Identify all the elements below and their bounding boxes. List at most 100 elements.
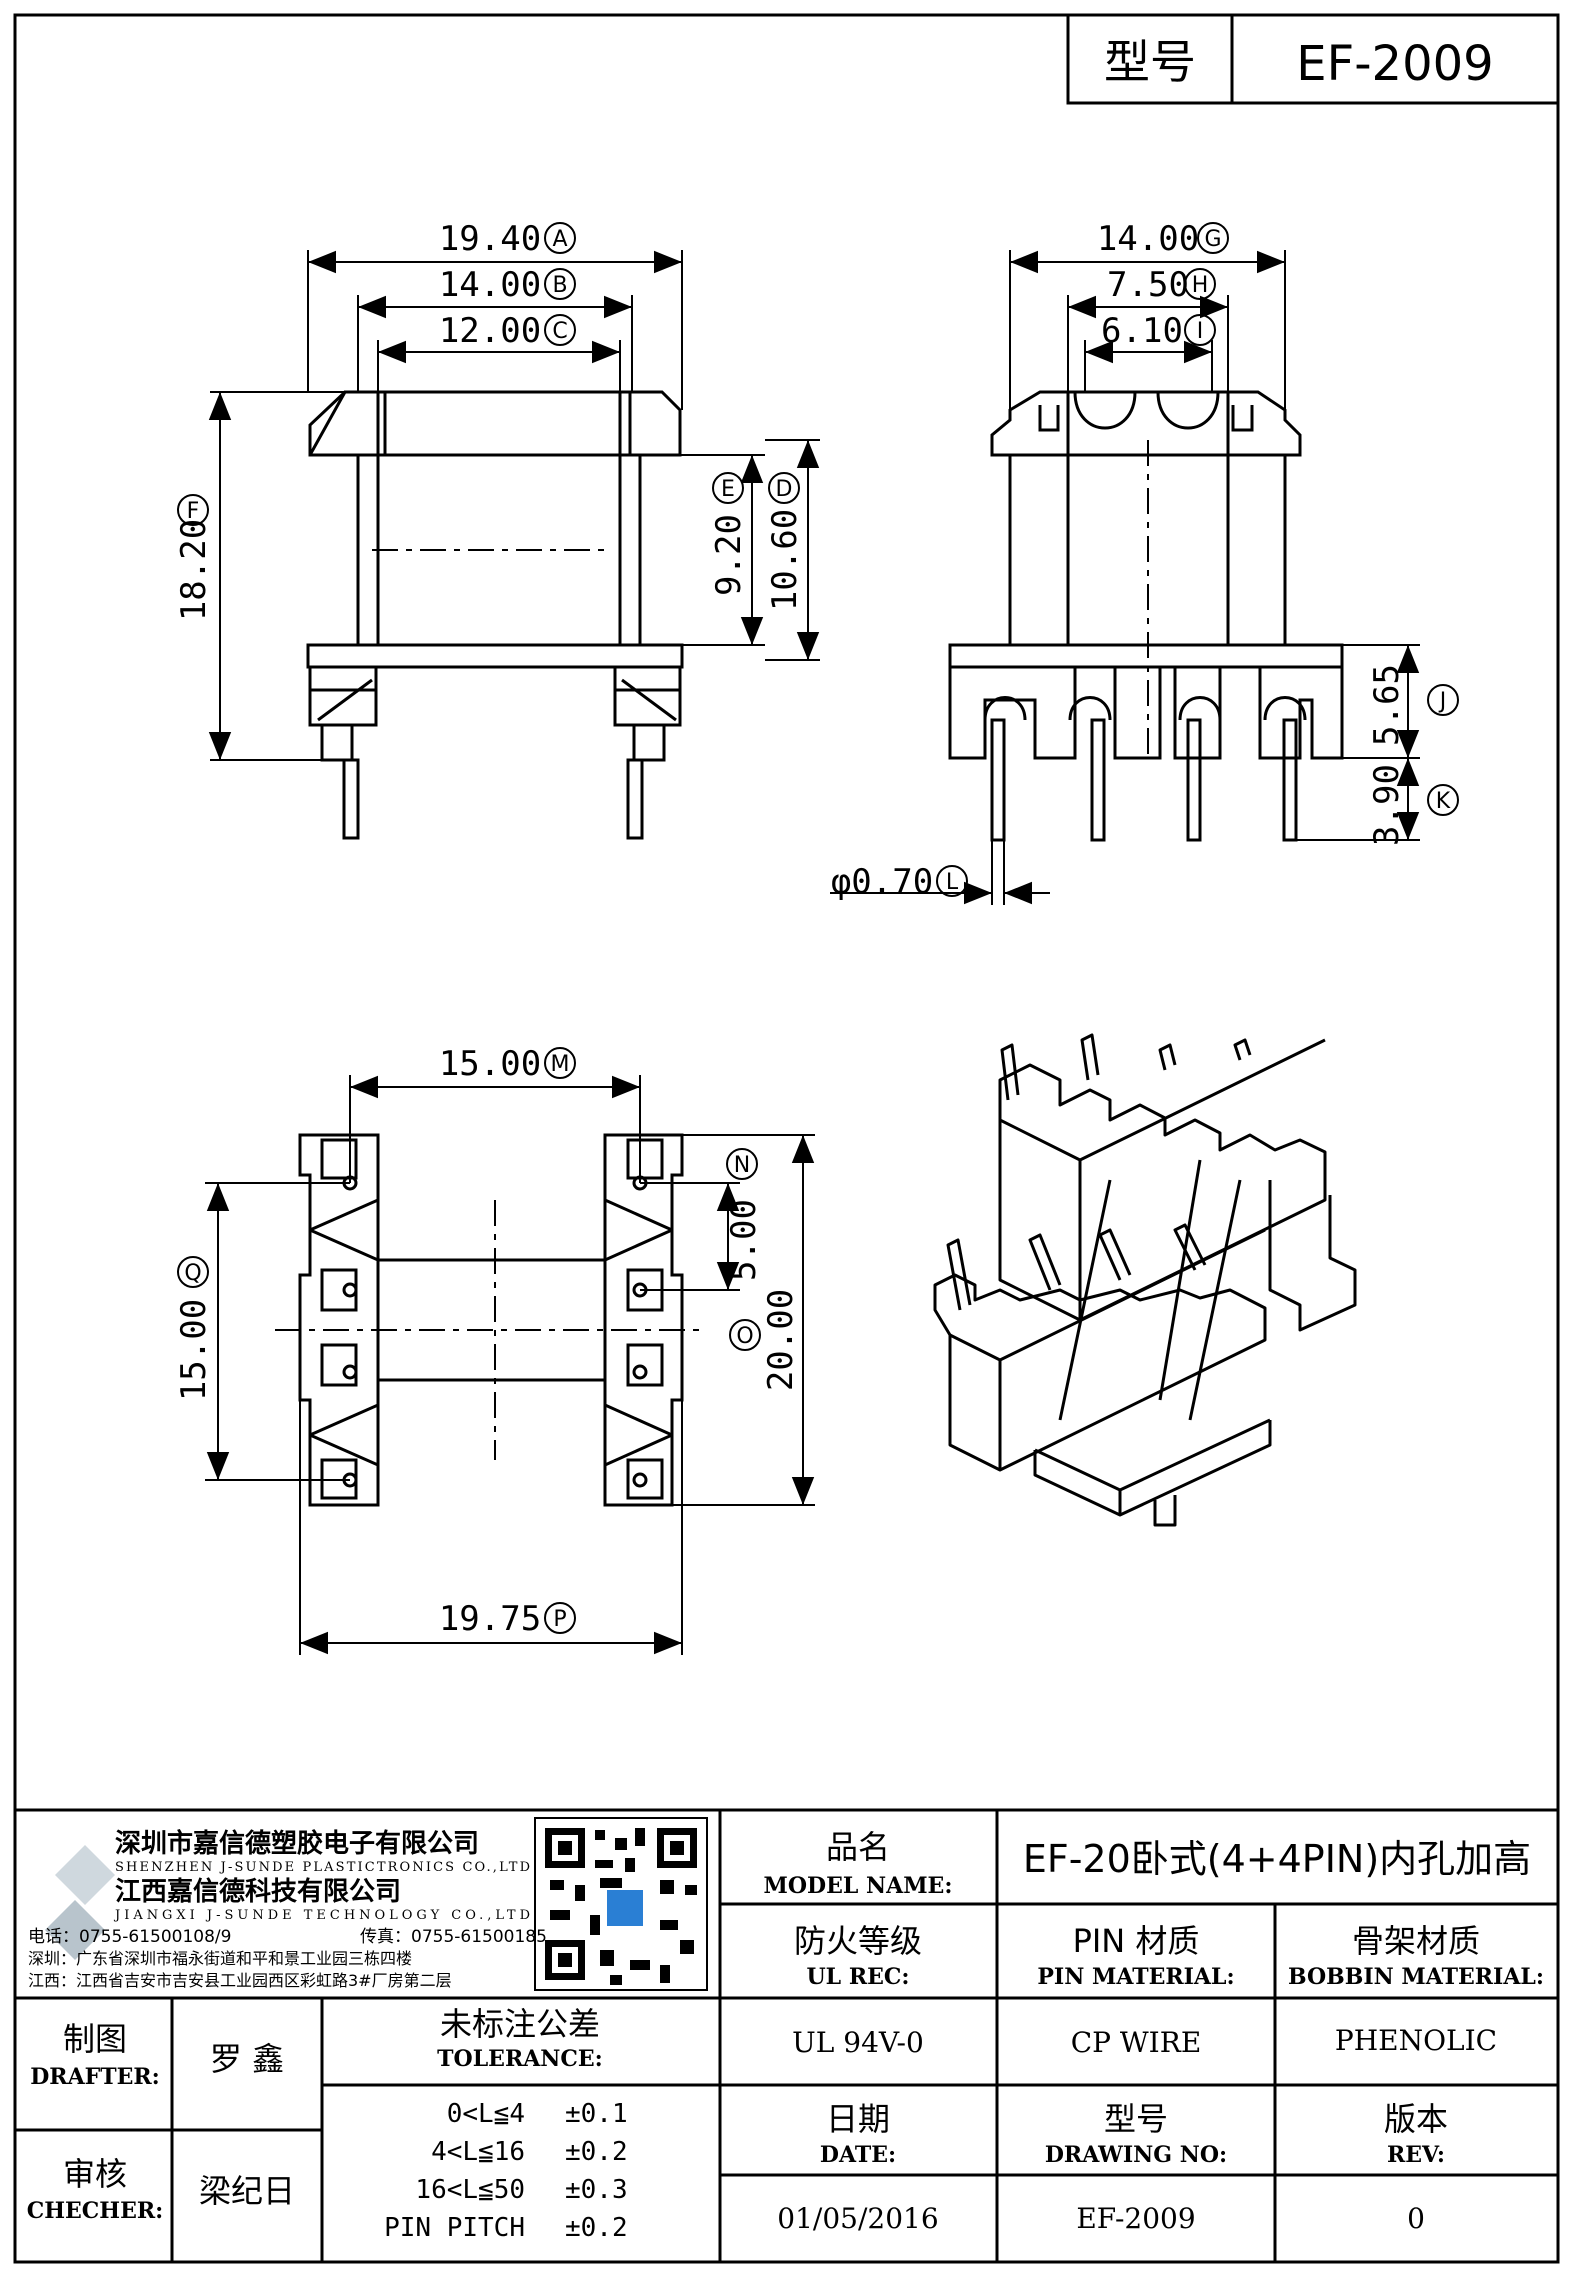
dim-q-mark: Q [184,1261,201,1286]
tolerance-cn: 未标注公差 [440,2005,600,2043]
tolerance-value: ±0.2 [565,2213,628,2243]
pin-material-cn: PIN 材质 [1073,1922,1200,1960]
bottom-view-dim-labels: 15.00 M 15.00 Q N 5.00 O 20.00 19.75 P [174,1044,801,1639]
side-view [948,390,1344,842]
bottom-view [275,1133,705,1507]
dim-e-marker [712,472,744,504]
bottom-view-dimensions [205,1075,815,1655]
dim-h-value: 7.50 [1107,265,1189,305]
tolerance-range: 16<L≦50 [415,2175,525,2205]
dim-e-value: 9.20 [709,514,749,596]
rev-cn: 版本 [1384,2100,1448,2138]
ul-cn: 防火等级 [794,1922,922,1960]
ul-value: UL 94V-0 [792,2026,924,2059]
drawing-no-cn: 型号 [1104,2100,1168,2138]
company-fax: 传真：0755-61500185 [360,1927,547,1947]
dim-j-value: 5.65 [1367,664,1407,746]
drafter-en: DRAFTER: [30,2064,160,2090]
dim-j-marker [1427,684,1459,716]
bobbin-material-en: BOBBIN MATERIAL: [1288,1964,1544,1990]
dim-b-marker [544,268,576,300]
pin-material-value: CP WIRE [1071,2026,1202,2059]
header-type-value: EF-2009 [1296,36,1493,92]
rev-value: 0 [1407,2202,1425,2235]
tolerance-range: PIN PITCH [384,2213,525,2243]
dim-c-marker [544,314,576,346]
dim-p-marker [544,1602,576,1634]
dim-h-mark: H [1192,273,1209,298]
dim-f-mark: F [187,499,200,524]
dim-m-value: 15.00 [439,1044,541,1084]
dim-d-value: 10.60 [765,509,805,611]
dim-q-marker [177,1256,209,1288]
dim-n-marker [726,1148,758,1180]
title-block [15,1808,1558,2262]
front-view-dimensions [208,250,820,761]
dim-g-marker [1197,222,1229,254]
dim-d-mark: D [776,477,793,502]
company-phone: 电话：0755-61500108/9 [28,1927,231,1947]
date-en: DATE: [820,2142,896,2168]
drafter-cn: 制图 [63,2020,127,2058]
dim-p-value: 19.75 [439,1599,541,1639]
dim-k-marker [1427,784,1459,816]
dim-i-marker [1184,314,1216,346]
date-cn: 日期 [826,2100,890,2138]
dim-m-mark: M [551,1052,570,1077]
company-name-sz: 深圳市嘉信德塑胶电子有限公司 [115,1828,479,1859]
company-name-jx-en: JIANGXI J-SUNDE TECHNOLOGY CO.,LTD [113,1908,530,1923]
rev-en: REV: [1387,2142,1445,2168]
dim-i-mark: I [1197,319,1204,344]
pin-material-en: PIN MATERIAL: [1037,1964,1234,1990]
company-addr-jx: 江西：江西省吉安市吉安县工业园西区彩虹路3#厂房第二层 [28,1971,452,1990]
dim-o-value: 20.00 [761,1289,801,1391]
qr-code-image [534,1817,708,1991]
drawing-no-en: DRAWING NO: [1045,2142,1227,2168]
tolerance-en: TOLERANCE: [437,2046,603,2072]
dim-c-mark: C [552,319,567,344]
dim-q-value: 15.00 [174,1299,214,1401]
dim-a-value: 19.40 [439,219,541,259]
checker-cn: 审核 [63,2155,127,2193]
dim-o-mark: O [736,1324,753,1349]
header-type-label: 型号 [1104,35,1196,89]
tolerance-range: 0<L≦4 [447,2099,525,2129]
date-value: 01/05/2016 [777,2202,938,2235]
tolerance-value: ±0.3 [565,2175,628,2205]
side-view-dimensions [830,250,1420,905]
dim-e-mark: E [721,477,735,502]
dim-l-value: φ0.70 [831,862,933,902]
model-name-cn: 品名 [826,1828,890,1866]
dim-l-marker [936,865,968,897]
ul-en: UL REC: [807,1964,910,1990]
tolerance-range: 4<L≦16 [431,2137,525,2167]
dim-a-mark: A [552,227,567,252]
model-name-value: EF-20卧式(4+4PIN)内孔加高 [1023,1837,1531,1881]
dim-n-value: 5.00 [724,1199,764,1281]
company-addr-sz: 深圳：广东省深圳市福永街道和平和景工业园三栋四楼 [28,1949,412,1968]
dim-n-mark: N [734,1153,750,1178]
dim-g-mark: G [1204,227,1221,252]
dim-p-mark: P [553,1607,566,1632]
dim-g-value: 14.00 [1097,219,1199,259]
tolerance-value: ±0.2 [565,2137,628,2167]
bobbin-material-value: PHENOLIC [1335,2024,1497,2057]
bobbin-material-cn: 骨架材质 [1352,1922,1480,1960]
isometric-view [933,1033,1357,1527]
header-type-box: 型号 EF-2009 [1066,13,1560,105]
sheet-border [13,13,1560,2264]
side-view-dim-labels: 14.00 G 7.50 H 6.10 I 5.65 J 3.90 K φ0.7… [831,219,1459,902]
company-name-jx: 江西嘉信德科技有限公司 [115,1877,401,1907]
front-view [306,390,684,840]
company-logo [45,1845,115,1960]
dim-f-marker [177,494,209,526]
dim-j-mark: J [1438,689,1447,714]
dim-l-mark: L [946,870,959,895]
dim-o-marker [729,1319,761,1351]
dim-m-marker [544,1047,576,1079]
dim-k-mark: K [1436,789,1451,814]
dim-b-mark: B [552,273,567,298]
dim-h-marker [1184,268,1216,300]
tolerance-value: ±0.1 [565,2099,628,2129]
